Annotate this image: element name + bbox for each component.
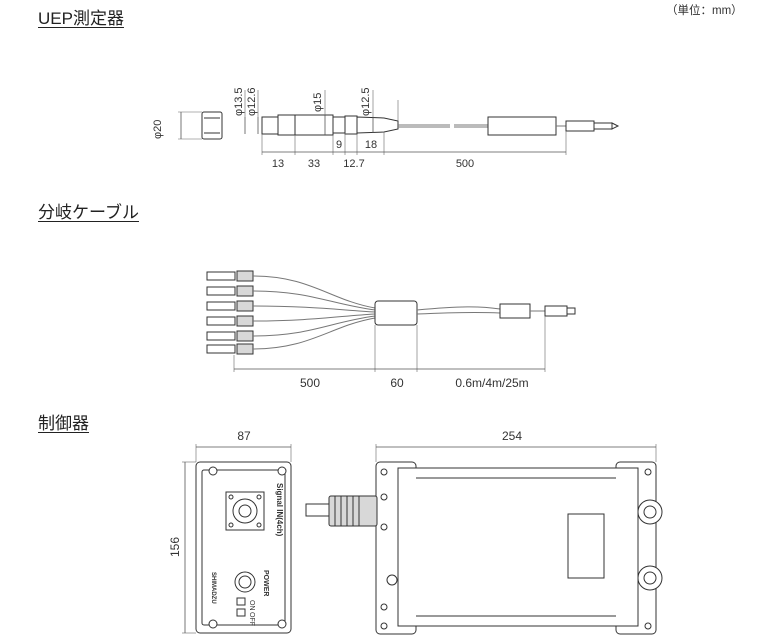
sensor-neck bbox=[332, 116, 346, 134]
side-round-connector-core bbox=[643, 571, 657, 585]
side-label-plate bbox=[567, 513, 605, 579]
power-label: POWER bbox=[262, 570, 269, 596]
branch-connector-nut bbox=[236, 343, 254, 355]
branch-connector-nut bbox=[236, 270, 254, 282]
phi12-6-label: φ12.6 bbox=[246, 87, 258, 116]
branch-connector-nut bbox=[236, 300, 254, 312]
branch-cable-section-title: 分岐ケーブル bbox=[38, 203, 139, 222]
sensor-body bbox=[294, 114, 334, 136]
connector-screw bbox=[228, 494, 234, 500]
len-500-label: 500 bbox=[456, 158, 474, 170]
branch-connector bbox=[206, 301, 236, 311]
signal-in-socket-core bbox=[238, 504, 252, 518]
len-18-label: 18 bbox=[365, 139, 377, 151]
branch-connector bbox=[206, 286, 236, 296]
power-switch-cap[interactable] bbox=[238, 575, 252, 589]
bracket-hole bbox=[644, 622, 652, 630]
len-12-7-label: 12.7 bbox=[343, 158, 364, 170]
sensor-tip bbox=[261, 116, 279, 135]
branch-connector bbox=[206, 344, 236, 354]
branch-len-options-label: 0.6m/4m/25m bbox=[455, 376, 528, 390]
sensor-connector-pin bbox=[593, 122, 613, 130]
branch-len-500-label: 500 bbox=[300, 376, 320, 390]
connector-screw bbox=[228, 522, 234, 528]
side-cable-plug bbox=[305, 503, 330, 517]
bracket-hole bbox=[380, 603, 388, 611]
panel-screw bbox=[277, 466, 287, 476]
unit-note: （単位：mm） bbox=[666, 5, 743, 17]
branch-wire bbox=[252, 305, 376, 313]
branch-wire bbox=[252, 313, 376, 322]
branch-connectors bbox=[206, 270, 254, 355]
side-indicator bbox=[386, 574, 398, 586]
panel-screw bbox=[208, 619, 218, 629]
branch-junction-block bbox=[374, 300, 418, 326]
width-87-label: 87 bbox=[237, 429, 251, 443]
sensor-cable-sleeve bbox=[487, 116, 557, 136]
phi15-label: φ15 bbox=[312, 93, 324, 112]
main-cable-connector-pin bbox=[566, 307, 576, 315]
branch-connector bbox=[206, 316, 236, 326]
phi20-label: φ20 bbox=[152, 120, 164, 139]
bracket-hole bbox=[644, 468, 652, 476]
height-156-label: 156 bbox=[168, 537, 182, 557]
sensor-section-title: UEP測定器 bbox=[38, 9, 124, 28]
branch-connector bbox=[206, 331, 236, 341]
sensor-connector-tip bbox=[611, 122, 620, 130]
len-13-label: 13 bbox=[272, 158, 284, 170]
phi12-5-label: φ12.5 bbox=[360, 87, 372, 116]
panel-screw bbox=[208, 466, 218, 476]
main-cable-connector bbox=[544, 305, 568, 317]
on-label: ON bbox=[248, 600, 255, 611]
sensor-drawing: φ20 φ13.5 φ12.6 φ15 φ12.5 bbox=[152, 87, 620, 170]
sensor-taper bbox=[356, 116, 399, 134]
sensor-ring bbox=[277, 114, 296, 136]
bracket-hole bbox=[380, 493, 388, 501]
bracket-hole bbox=[380, 468, 388, 476]
phi13-5-label: φ13.5 bbox=[233, 87, 245, 116]
connector-screw bbox=[256, 522, 262, 528]
branch-connector bbox=[206, 271, 236, 281]
controller-drawing: 87 156 Signal IN(4ch) POWER ON OFF SHIMA… bbox=[168, 429, 663, 635]
branch-len-60-label: 60 bbox=[390, 376, 404, 390]
branch-wire bbox=[252, 317, 376, 350]
branch-connector-nut bbox=[236, 315, 254, 327]
on-indicator-icon bbox=[236, 597, 246, 606]
branch-wire bbox=[252, 275, 376, 309]
len-9-label: 9 bbox=[336, 139, 342, 151]
sensor-connector bbox=[565, 120, 595, 132]
width-254-label: 254 bbox=[502, 429, 522, 443]
main-cable bbox=[416, 311, 501, 315]
len-33-label: 33 bbox=[308, 158, 320, 170]
branch-wire bbox=[252, 290, 376, 311]
bracket-hole bbox=[380, 622, 388, 630]
panel-screw bbox=[277, 619, 287, 629]
sensor-collar bbox=[344, 115, 358, 135]
branch-wire bbox=[252, 315, 376, 337]
main-cable-sleeve bbox=[499, 303, 531, 319]
branch-connector-nut bbox=[236, 330, 254, 342]
branch-connector-nut bbox=[236, 285, 254, 297]
connector-screw bbox=[256, 494, 262, 500]
branch-cable-drawing: 500 60 0.6m/4m/25m bbox=[206, 270, 576, 390]
sensor-cap bbox=[201, 111, 223, 140]
off-label: OFF bbox=[248, 612, 255, 626]
controller-section-title: 制御器 bbox=[38, 414, 89, 433]
bracket-hole bbox=[380, 523, 388, 531]
signal-in-label: Signal IN(4ch) bbox=[275, 483, 284, 537]
main-cable bbox=[416, 306, 501, 311]
brand-label: SHIMADZU bbox=[210, 572, 216, 604]
off-indicator-icon bbox=[236, 608, 246, 617]
side-round-connector-core bbox=[643, 505, 657, 519]
